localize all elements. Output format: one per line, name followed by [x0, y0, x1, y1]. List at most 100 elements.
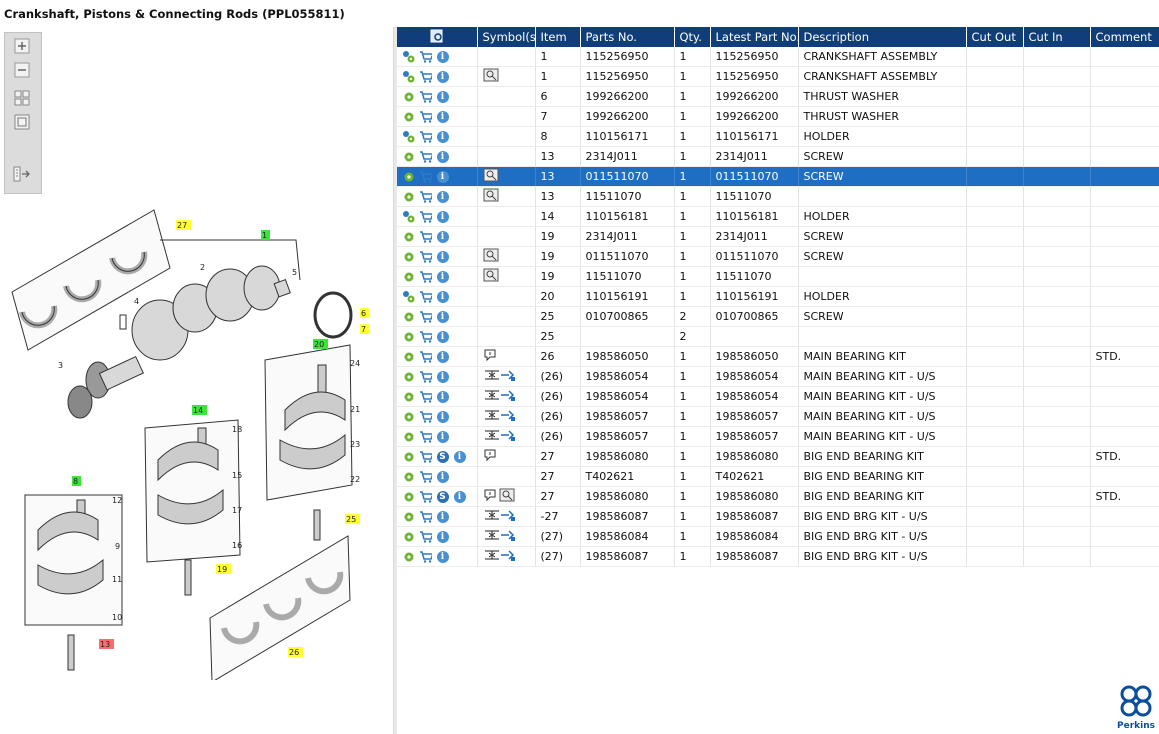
callout-4[interactable]: 4	[134, 297, 139, 306]
row-symbols[interactable]	[477, 466, 536, 487]
info-button[interactable]: i	[436, 210, 449, 223]
details-button[interactable]	[402, 450, 415, 463]
row-symbols[interactable]	[477, 86, 536, 107]
details-button[interactable]	[402, 90, 415, 103]
details-button[interactable]	[402, 330, 415, 343]
callout-11[interactable]: 11	[112, 575, 122, 584]
supersession-button[interactable]: S	[436, 450, 449, 463]
add-to-cart-button[interactable]	[419, 550, 432, 563]
column-header-comment[interactable]: Comment	[1090, 27, 1159, 47]
row-symbols[interactable]	[477, 106, 536, 127]
info-button[interactable]: i	[436, 110, 449, 123]
add-to-cart-button[interactable]	[419, 510, 432, 523]
row-symbols[interactable]	[477, 146, 536, 167]
add-to-cart-button[interactable]	[419, 490, 432, 503]
row-symbols[interactable]	[477, 426, 536, 447]
callout-26[interactable]: 26	[288, 647, 303, 657]
supersession-button[interactable]: S	[436, 490, 449, 503]
zoom-out-button[interactable]	[12, 61, 32, 79]
details-button[interactable]	[402, 550, 415, 563]
info-button[interactable]: i	[436, 270, 449, 283]
info-button[interactable]: i	[436, 190, 449, 203]
info-button[interactable]: i	[436, 510, 449, 523]
add-to-cart-button[interactable]	[419, 390, 432, 403]
callout-6[interactable]: 6	[360, 308, 369, 318]
callout-15[interactable]: 15	[232, 471, 242, 480]
row-symbols[interactable]	[477, 486, 536, 507]
add-to-cart-button[interactable]	[419, 530, 432, 543]
add-to-cart-button[interactable]	[419, 150, 432, 163]
callout-3[interactable]: 3	[58, 361, 63, 370]
details-button[interactable]	[402, 170, 415, 183]
details-button[interactable]	[402, 250, 415, 263]
callout-27[interactable]: 27	[176, 220, 191, 230]
callout-9[interactable]: 9	[115, 542, 120, 551]
add-to-cart-button[interactable]	[419, 330, 432, 343]
details-button[interactable]	[402, 150, 415, 163]
add-to-cart-button[interactable]	[419, 410, 432, 423]
row-symbols[interactable]	[477, 506, 536, 527]
column-header-qty[interactable]: Qty.	[674, 27, 711, 47]
row-symbols[interactable]	[477, 226, 536, 247]
add-to-cart-button[interactable]	[419, 210, 432, 223]
callout-10[interactable]: 10	[112, 613, 122, 622]
info-button[interactable]: i	[436, 70, 449, 83]
pane-splitter[interactable]	[393, 27, 397, 734]
info-button[interactable]: i	[453, 490, 466, 503]
row-symbols[interactable]	[477, 366, 536, 387]
add-to-cart-button[interactable]	[419, 70, 432, 83]
row-symbols[interactable]	[477, 126, 536, 147]
details-button[interactable]	[402, 370, 415, 383]
callout-24[interactable]: 24	[350, 359, 360, 368]
column-header-cut-in[interactable]: Cut In	[1023, 27, 1091, 47]
add-to-cart-button[interactable]	[419, 450, 432, 463]
row-symbols[interactable]	[477, 406, 536, 427]
row-symbols[interactable]	[477, 546, 536, 567]
details-button[interactable]	[402, 210, 415, 223]
add-to-cart-button[interactable]	[419, 430, 432, 443]
row-symbols[interactable]	[477, 66, 536, 87]
add-to-cart-button[interactable]	[419, 250, 432, 263]
row-symbols[interactable]	[477, 186, 536, 207]
info-button[interactable]: i	[436, 170, 449, 183]
info-button[interactable]: i	[436, 310, 449, 323]
row-symbols[interactable]	[477, 346, 536, 367]
row-symbols[interactable]	[477, 47, 536, 67]
column-header-parts-no[interactable]: Parts No.	[580, 27, 675, 47]
info-button[interactable]: i	[436, 470, 449, 483]
toggle-panel-button[interactable]	[12, 165, 32, 183]
callout-18[interactable]: 18	[232, 425, 242, 434]
info-button[interactable]: i	[436, 130, 449, 143]
add-to-cart-button[interactable]	[419, 310, 432, 323]
add-to-cart-button[interactable]	[419, 370, 432, 383]
details-button[interactable]	[402, 410, 415, 423]
details-button[interactable]	[402, 310, 415, 323]
details-button[interactable]	[402, 290, 415, 303]
add-to-cart-button[interactable]	[419, 270, 432, 283]
row-symbols[interactable]	[477, 326, 536, 347]
info-button[interactable]: i	[436, 390, 449, 403]
add-to-cart-button[interactable]	[419, 470, 432, 483]
exploded-parts-diagram[interactable]: 1234567891011121314151617181920212223242…	[0, 200, 390, 680]
details-button[interactable]	[402, 470, 415, 483]
column-header-item[interactable]: Item	[535, 27, 581, 47]
info-button[interactable]: i	[436, 370, 449, 383]
callout-23[interactable]: 23	[350, 440, 360, 449]
add-to-cart-button[interactable]	[419, 350, 432, 363]
fit-view-button[interactable]	[12, 89, 32, 107]
row-symbols[interactable]	[477, 266, 536, 287]
details-button[interactable]	[402, 270, 415, 283]
info-button[interactable]: i	[436, 230, 449, 243]
row-symbols[interactable]	[477, 166, 536, 187]
info-button[interactable]: i	[436, 430, 449, 443]
column-header-description[interactable]: Description	[798, 27, 967, 47]
